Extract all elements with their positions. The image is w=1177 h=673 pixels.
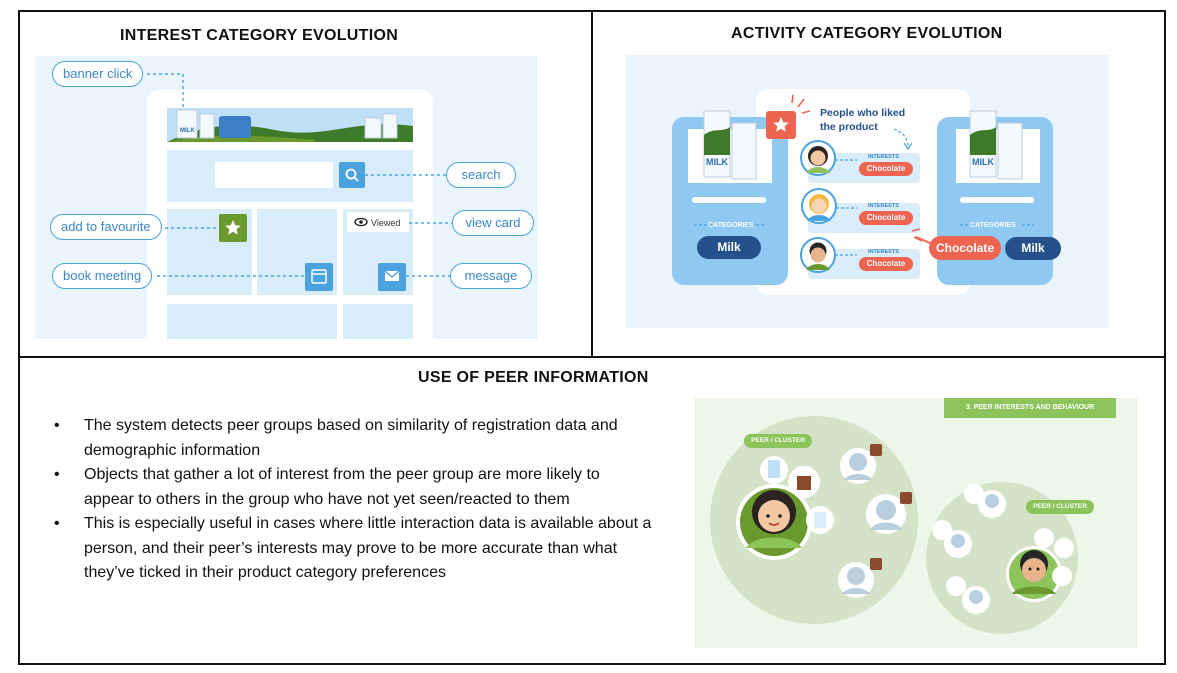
calendar-icon bbox=[311, 269, 327, 284]
banner-milk-text: MILK bbox=[180, 128, 195, 134]
envelope-icon bbox=[385, 271, 399, 281]
interest-chocolate-3: Chocolate bbox=[859, 257, 913, 271]
peer-panel-title: USE OF PEER INFORMATION bbox=[418, 369, 649, 386]
banner-click-label: banner click bbox=[52, 61, 144, 87]
search-box bbox=[215, 162, 333, 188]
avatar-woman-blonde bbox=[801, 188, 837, 224]
peer-header-tag: 3. PEER INTERESTS AND BEHAVIOUR bbox=[965, 404, 1095, 411]
viewed-label: Viewed bbox=[371, 218, 400, 228]
activity-illustration: MILK MILK bbox=[626, 55, 1109, 328]
star-icon bbox=[773, 117, 789, 132]
left-categories-caption: CATEGORIES bbox=[708, 222, 754, 229]
avatar-woman-dark bbox=[800, 140, 836, 176]
avatar-man bbox=[800, 237, 836, 273]
search-icon bbox=[345, 168, 357, 180]
main-avatar-man bbox=[1006, 546, 1062, 602]
peer-bullet-3: This is especially useful in cases where… bbox=[52, 512, 652, 586]
viewed-badge bbox=[347, 212, 409, 232]
search-button bbox=[339, 162, 365, 188]
left-milk-text: MILK bbox=[706, 157, 728, 167]
peer-panel-frame bbox=[18, 356, 1166, 665]
people-liked-label-line2: the product bbox=[820, 121, 878, 133]
right-categories-caption: CATEGORIES bbox=[970, 222, 1016, 229]
main-avatar-woman bbox=[736, 484, 812, 560]
left-category-milk: Milk bbox=[697, 236, 761, 259]
peer-bullet-list: The system detects peer groups based on … bbox=[52, 414, 652, 586]
interests-caption-1: INTERESTS bbox=[868, 154, 899, 160]
right-category-chocolate: Chocolate bbox=[929, 236, 1001, 260]
right-milk-text: MILK bbox=[972, 157, 994, 167]
interest-illustration: MILK Viewed bbox=[35, 56, 538, 339]
search-label: search bbox=[446, 162, 516, 188]
eye-icon bbox=[354, 217, 368, 227]
peer-cluster-tag-left: PEER / CLUSTER bbox=[744, 434, 812, 448]
peer-bullet-2: Objects that gather a lot of interest fr… bbox=[52, 463, 652, 512]
view-card-label: view card bbox=[452, 210, 534, 236]
star-icon bbox=[225, 220, 241, 235]
book-meeting-button bbox=[305, 263, 333, 291]
peer-bullet-1: The system detects peer groups based on … bbox=[52, 414, 652, 463]
people-liked-label-line1: People who liked bbox=[820, 107, 906, 119]
interests-caption-3: INTERESTS bbox=[868, 249, 899, 255]
right-category-milk: Milk bbox=[1005, 237, 1061, 260]
interests-caption-2: INTERESTS bbox=[868, 203, 899, 209]
book-meeting-label: book meeting bbox=[52, 263, 153, 289]
interest-chocolate-1: Chocolate bbox=[859, 162, 913, 176]
interest-panel-title: INTEREST CATEGORY EVOLUTION bbox=[120, 27, 399, 44]
peer-cluster-tag-right: PEER / CLUSTER bbox=[1026, 500, 1094, 514]
message-label: message bbox=[450, 263, 532, 289]
interest-chocolate-2: Chocolate bbox=[859, 211, 913, 225]
add-to-favourite-label: add to favourite bbox=[50, 214, 162, 240]
activity-panel-title: ACTIVITY CATEGORY EVOLUTION bbox=[731, 25, 1003, 42]
